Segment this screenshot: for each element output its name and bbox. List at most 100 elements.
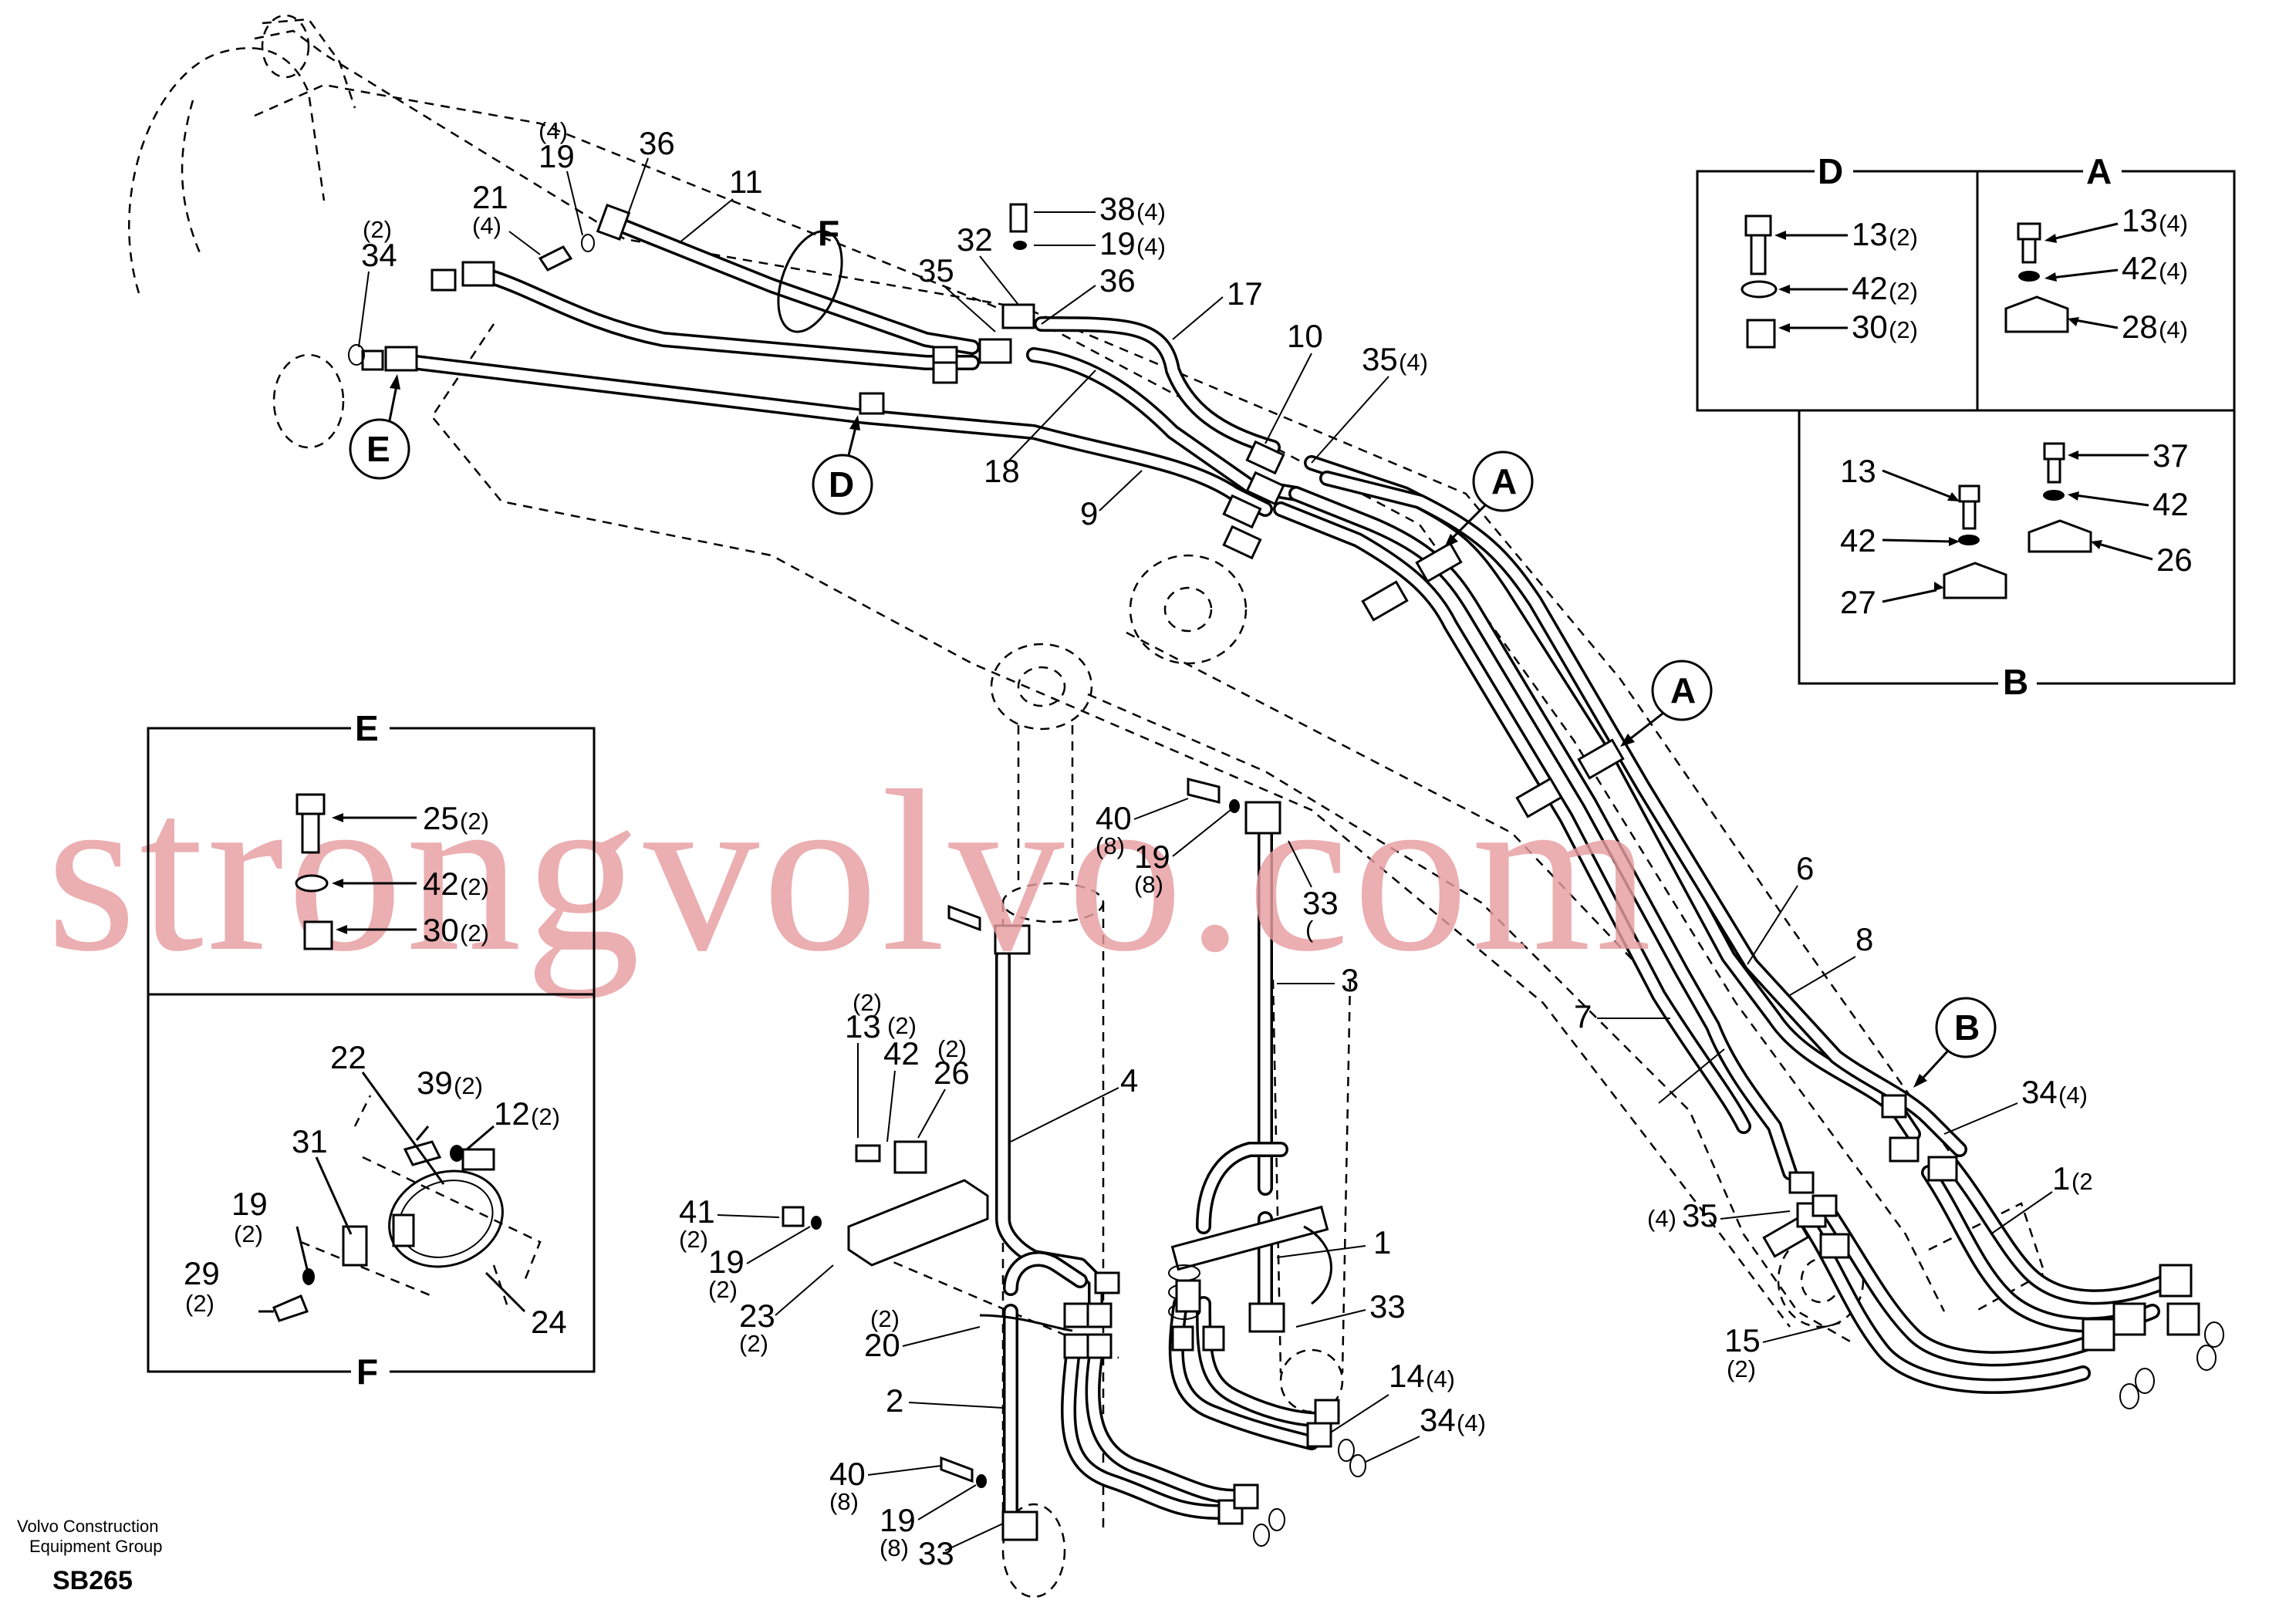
label-36b: 36 xyxy=(1099,262,1136,299)
label-19e: 19 xyxy=(880,1502,916,1538)
publisher-line2: Equipment Group xyxy=(29,1537,162,1556)
label-1: 1 xyxy=(1373,1224,1391,1261)
detail-box-b: B 13 42 27 37 42 26 xyxy=(1798,409,2236,702)
doc-id: SB265 xyxy=(52,1566,133,1595)
label-6: 6 xyxy=(1796,850,1814,886)
label-15-qty: (2) xyxy=(1727,1355,1756,1382)
callout-b: B xyxy=(1954,1007,1980,1048)
label-41: 41 xyxy=(679,1193,715,1230)
label-20: 20 xyxy=(864,1327,900,1363)
label-13c-qty: (2) xyxy=(853,989,882,1016)
label-26: 26 xyxy=(934,1055,970,1091)
detail-a-item2-qty: (4) xyxy=(2159,258,2188,285)
label-33b: 33 xyxy=(1369,1288,1406,1325)
watermark: strongvolvo.com xyxy=(46,743,1655,1000)
label-15: 15 xyxy=(1724,1322,1761,1358)
detail-d-item2: 42 xyxy=(1852,270,1888,306)
label-14: 14 xyxy=(1389,1358,1425,1394)
callout-a2: A xyxy=(1670,670,1696,710)
hose-lines xyxy=(409,216,2176,1520)
label-34c-qty: (4) xyxy=(2058,1082,2088,1109)
label-34b-qty: (4) xyxy=(1457,1409,1486,1436)
footer: Volvo Construction Equipment Group SB265 xyxy=(17,1517,162,1595)
detail-a-item3: 28 xyxy=(2122,309,2158,345)
detail-f-item6: 29 xyxy=(184,1255,220,1291)
detail-b-item5: 42 xyxy=(2152,486,2189,522)
label-40a: 40 xyxy=(1096,800,1132,836)
publisher-line1: Volvo Construction xyxy=(17,1517,158,1536)
detail-e-item1-qty: (2) xyxy=(460,808,489,835)
label-35b-qty: (4) xyxy=(1399,349,1428,376)
label-17: 17 xyxy=(1227,275,1263,312)
detail-b-item2: 42 xyxy=(1840,522,1876,559)
label-33c: 33 xyxy=(918,1535,954,1571)
detail-a-item3-qty: (4) xyxy=(2159,316,2188,343)
label-19b-qty: (4) xyxy=(1136,233,1166,260)
label-33a-qty: ( xyxy=(1305,916,1314,943)
label-19d: 19 xyxy=(708,1244,745,1280)
detail-d-item3: 30 xyxy=(1852,309,1888,345)
detail-f-item1: 39 xyxy=(417,1065,453,1101)
detail-e-title: E xyxy=(355,708,379,748)
label-40a-qty: (8) xyxy=(1096,832,1125,859)
label-19c-qty: (8) xyxy=(1134,871,1163,898)
label-4: 4 xyxy=(1120,1062,1138,1099)
label-35b: 35 xyxy=(1362,341,1398,377)
label-34a-qty: (2) xyxy=(363,216,392,243)
label-38: 38 xyxy=(1099,191,1136,227)
label-34b: 34 xyxy=(1420,1402,1456,1438)
label-40b-qty: (8) xyxy=(829,1488,859,1515)
label-2: 2 xyxy=(886,1382,903,1419)
detail-e-item2: 42 xyxy=(423,866,459,902)
detail-box-da: D A 13 (2) 42 (2) 30 (2) 13 (4) 42 (4) 2… xyxy=(1696,151,2236,412)
detail-a-item1-qty: (4) xyxy=(2159,210,2188,237)
label-19b: 19 xyxy=(1099,225,1136,262)
label-34a: 34 xyxy=(361,237,397,273)
label-35c: 35 xyxy=(1682,1197,1718,1234)
detail-f-title: F xyxy=(356,1352,378,1392)
detail-f-item4: 31 xyxy=(292,1123,328,1159)
callout-a1: A xyxy=(1491,461,1517,501)
label-42c: 42 xyxy=(883,1035,920,1072)
fittings xyxy=(361,204,2224,1541)
detail-a-title: A xyxy=(2086,151,2112,191)
label-38-qty: (4) xyxy=(1136,198,1166,225)
detail-a-item2: 42 xyxy=(2122,250,2158,286)
label-21: 21 xyxy=(472,179,508,215)
label-7: 7 xyxy=(1574,998,1592,1034)
detail-b-item3: 27 xyxy=(1840,584,1876,620)
label-10: 10 xyxy=(1287,318,1323,354)
label-34c: 34 xyxy=(2021,1074,2058,1110)
detail-e-item3: 30 xyxy=(423,912,459,948)
label-13c-q2: (2) xyxy=(887,1012,917,1039)
label-35a: 35 xyxy=(918,252,954,289)
label-19c: 19 xyxy=(1134,839,1170,875)
detail-b-title: B xyxy=(2003,662,2028,702)
label-21-qty: (4) xyxy=(472,212,501,239)
label-14-qty: (4) xyxy=(1426,1365,1455,1392)
label-35c-qty: (4) xyxy=(1647,1205,1676,1232)
label-3: 3 xyxy=(1341,962,1359,998)
label-23: 23 xyxy=(739,1298,775,1334)
detail-f-item2: 12 xyxy=(494,1095,530,1132)
label-26-qty: (2) xyxy=(937,1035,967,1062)
label-9: 9 xyxy=(1080,495,1098,532)
boom-outline xyxy=(128,14,2046,1598)
label-11: 11 xyxy=(729,164,763,200)
label-1b: 1 xyxy=(2052,1160,2070,1196)
label-13c: 13 xyxy=(845,1008,881,1045)
label-19a: 19 xyxy=(539,138,575,174)
detail-a-item1: 13 xyxy=(2122,202,2158,238)
detail-f-item6-qty: (2) xyxy=(185,1290,214,1317)
detail-d-item1-qty: (2) xyxy=(1889,224,1918,251)
detail-f-item3: 22 xyxy=(330,1039,366,1075)
detail-f-item2-qty: (2) xyxy=(531,1103,560,1130)
callout-e: E xyxy=(366,429,390,469)
callout-f: F xyxy=(818,213,839,253)
label-1b-qty: (2 xyxy=(2071,1168,2093,1195)
detail-f-item1-qty: (2) xyxy=(454,1072,483,1099)
label-19e-qty: (8) xyxy=(880,1534,909,1561)
detail-f-item5: 19 xyxy=(231,1186,268,1222)
detail-box-ef: E F 25 (2) 42 (2) 30 (2) xyxy=(147,708,596,1392)
